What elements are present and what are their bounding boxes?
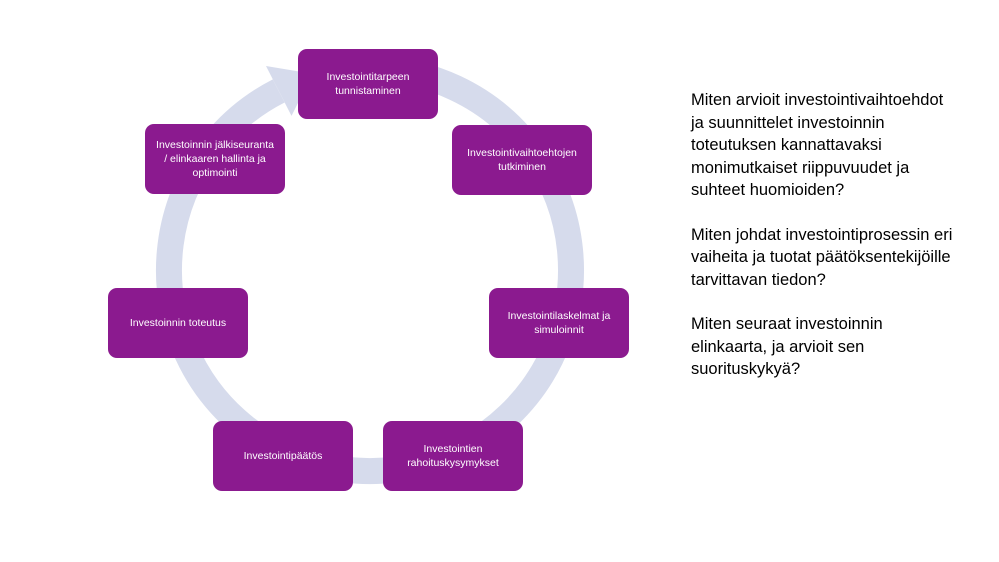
step-box-paatos: Investointipäätös	[213, 421, 353, 491]
question-text: Miten seuraat investoinnin elinkaarta, j…	[691, 315, 883, 378]
question-list: Miten arvioit investointivaihtoehdot ja …	[691, 89, 991, 403]
step-box-jalkiseuranta: Investoinnin jälkiseuranta / elinkaaren …	[145, 124, 285, 194]
question-text: Miten arvioit investointivaihtoehdot ja …	[691, 91, 944, 199]
question-text: Miten johdat investointiprosessin eri va…	[691, 225, 953, 289]
step-label-laskelmat: Investointilaskelmat ja simuloinnit	[507, 309, 611, 336]
step-label-rahoitus: Investointien rahoituskysymykset	[407, 442, 499, 469]
step-label-jalkiseuranta: Investoinnin jälkiseuranta / elinkaaren …	[156, 138, 274, 180]
step-label-toteutus: Investoinnin toteutus	[129, 316, 227, 329]
step-box-rahoitus: Investointien rahoituskysymykset	[383, 421, 523, 491]
step-label-tutkiminen: Investointivaihtoehtojen tutkiminen	[467, 146, 577, 173]
step-box-toteutus: Investoinnin toteutus	[108, 288, 248, 358]
step-box-laskelmat: Investointilaskelmat ja simuloinnit	[489, 288, 629, 358]
step-box-tutkiminen: Investointivaihtoehtojen tutkiminen	[452, 125, 592, 195]
step-label-tunnistaminen: Investointitarpeen tunnistaminen	[326, 70, 410, 97]
step-box-tunnistaminen: Investointitarpeen tunnistaminen	[298, 49, 438, 119]
step-label-paatos: Investointipäätös	[243, 449, 323, 462]
